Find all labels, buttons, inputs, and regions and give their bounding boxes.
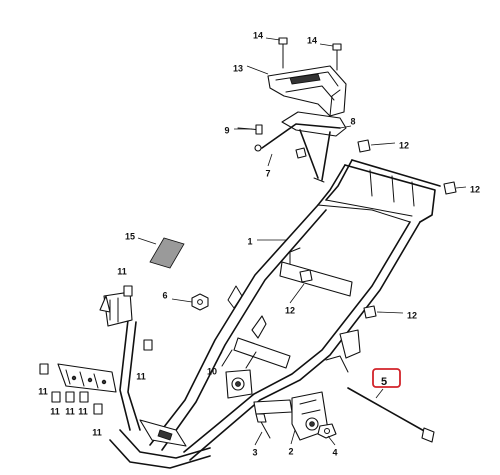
callout-c12b: 12 — [470, 184, 480, 194]
bolt-14-right — [332, 43, 342, 71]
callout-c11c: 11 — [38, 386, 48, 396]
callout-c14a: 14 — [253, 30, 263, 40]
carrier-bracket-part-8 — [261, 111, 347, 183]
highlight-box-part-5 — [372, 368, 401, 388]
clip-nut-12-d — [363, 305, 377, 319]
callout-c1: 1 — [247, 236, 252, 246]
nut-7 — [295, 147, 307, 159]
rear-carrier-part-13 — [267, 65, 347, 117]
callout-c15: 15 — [125, 231, 135, 241]
callout-c11b: 11 — [136, 371, 146, 381]
callout-c12d: 12 — [407, 310, 417, 320]
clip-nut-12-c — [299, 269, 313, 283]
callout-c3: 3 — [252, 447, 257, 457]
callout-c11a: 11 — [117, 266, 127, 276]
clip-nuts-11 — [39, 285, 153, 415]
callout-c6: 6 — [162, 290, 167, 300]
label-plate-part-15 — [149, 237, 185, 269]
nut-part-4 — [317, 423, 337, 439]
callout-c4: 4 — [332, 447, 337, 457]
nut-part-6 — [191, 293, 209, 311]
callout-c11f: 11 — [78, 406, 88, 416]
engine-mount-bracket-part-2 — [253, 391, 329, 441]
callout-c13: 13 — [233, 63, 243, 73]
callout-c10: 10 — [207, 366, 217, 376]
clip-nut-12-b — [443, 181, 457, 195]
main-frame-part-1 — [99, 159, 441, 469]
bolt-part-3 — [255, 413, 271, 439]
callout-c5: 5 — [381, 376, 387, 388]
callout-c11e: 11 — [65, 406, 75, 416]
callout-c14b: 14 — [307, 35, 317, 45]
callout-c7: 7 — [265, 168, 270, 178]
bolt-part-5 — [347, 387, 435, 443]
callout-c2: 2 — [288, 446, 293, 456]
bolt-14-left — [278, 37, 288, 69]
callout-c9: 9 — [224, 125, 229, 135]
callout-c11d: 11 — [50, 406, 60, 416]
leader-lines — [137, 37, 467, 446]
clip-nut-12-a — [357, 139, 371, 153]
front-bracket — [57, 363, 117, 393]
callout-c12a: 12 — [399, 140, 409, 150]
callout-c8: 8 — [350, 116, 355, 126]
callout-c11g: 11 — [92, 427, 102, 437]
callout-c12c: 12 — [285, 305, 295, 315]
